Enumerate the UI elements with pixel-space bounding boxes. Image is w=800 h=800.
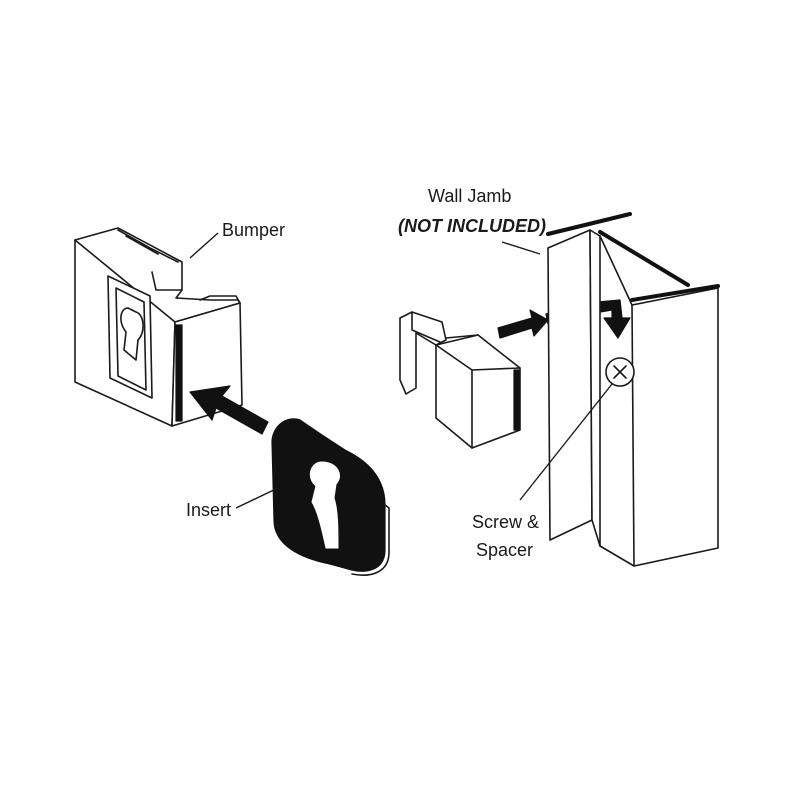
bumper-leader [189, 232, 219, 259]
bumper-side-view [399, 311, 521, 449]
wall-jamb-label: Wall Jamb [428, 186, 511, 206]
screw-label-line2: Spacer [476, 540, 533, 560]
insert-part [271, 418, 390, 576]
insert-label: Insert [186, 500, 231, 520]
screw-leader [519, 383, 613, 501]
screw-label-line1: Screw & [472, 512, 539, 532]
bumper-part [74, 227, 243, 427]
insert-arrow [189, 385, 269, 435]
wall-jamb [546, 212, 720, 567]
bumper-label: Bumper [222, 220, 285, 240]
not-included-label: (NOT INCLUDED) [398, 216, 546, 236]
insert-leader [235, 487, 279, 509]
wall-jamb-leader [501, 241, 541, 255]
